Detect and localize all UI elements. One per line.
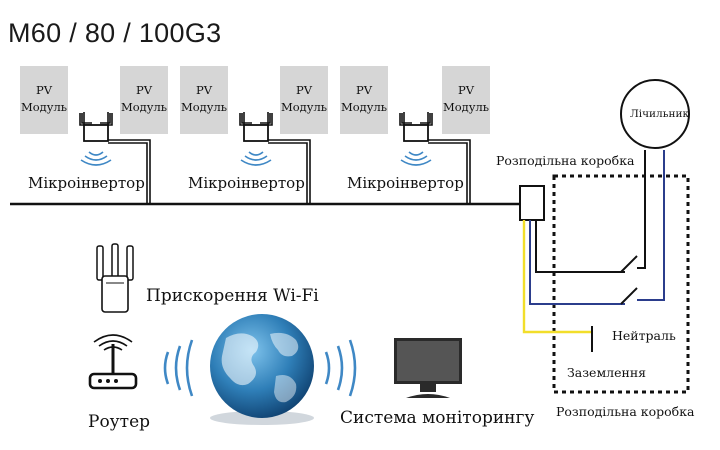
globe-icon xyxy=(210,314,314,425)
router-icon xyxy=(88,334,138,390)
microinverter-2 xyxy=(239,112,311,203)
microinverter-label-1: Мікроінвертор xyxy=(28,174,145,192)
junction-box-top-label: Розподільна коробка xyxy=(496,153,635,168)
meter-icon xyxy=(620,79,690,149)
wifi-waves-right xyxy=(324,339,357,397)
junction-box-top xyxy=(519,185,545,221)
neutral-label: Нейтраль xyxy=(612,328,676,343)
pv-panels xyxy=(20,66,490,134)
distribution-box-outline xyxy=(552,174,690,394)
microinverter-3 xyxy=(399,112,471,203)
meter-label: Лічильник xyxy=(630,108,690,120)
wifi-booster-label: Прискорення Wi-Fi xyxy=(146,286,319,306)
microinverter-label-2: Мікроінвертор xyxy=(188,174,305,192)
ground-label: Заземлення xyxy=(567,365,647,380)
monitoring-label: Система моніторингу xyxy=(340,408,535,428)
junction-box-bottom-label: Розподільна коробка xyxy=(556,404,695,419)
page-title: M60 / 80 / 100G3 xyxy=(8,18,222,48)
router-label: Роутер xyxy=(88,412,151,432)
microinverter-1 xyxy=(79,112,151,203)
ground-wire xyxy=(522,220,591,334)
wifi-waves-left xyxy=(163,339,194,397)
wifi-booster-icon xyxy=(96,243,134,313)
monitor-icon xyxy=(394,338,462,398)
microinverter-label-3: Мікроінвертор xyxy=(347,174,464,192)
neutral-wire xyxy=(529,220,625,305)
